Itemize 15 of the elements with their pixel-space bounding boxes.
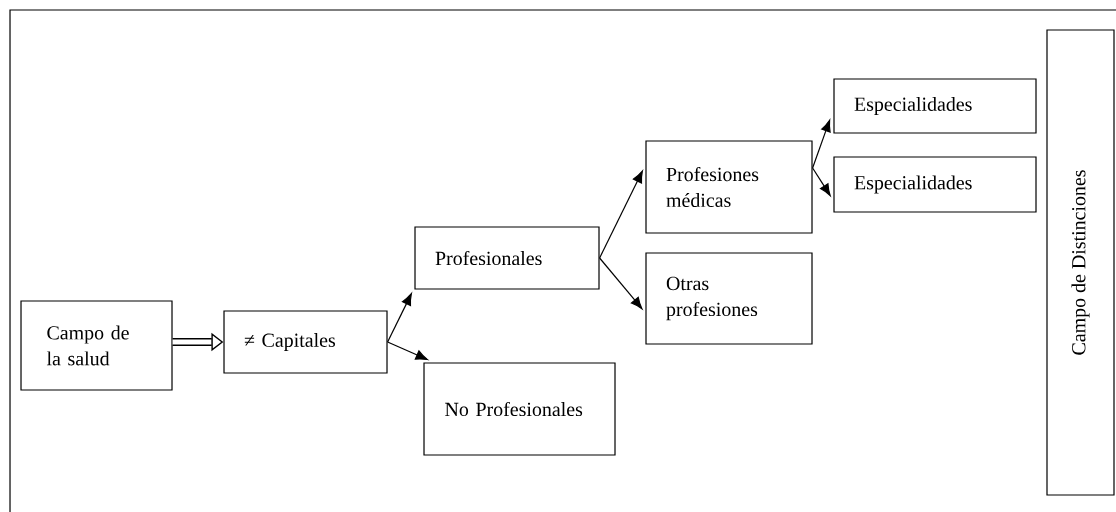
- process-box: Profesiones médicas: [645, 140, 813, 234]
- process-box: No Profesionales: [423, 362, 616, 456]
- process-box: Campo de la salud: [20, 300, 173, 391]
- arrow: [812, 119, 831, 169]
- arrow: [387, 293, 412, 343]
- arrow: [812, 167, 831, 197]
- process-box: Especialidades: [833, 78, 1037, 134]
- process-box: Otras profesiones: [645, 252, 813, 345]
- process-box: ≠ Capitales: [223, 310, 388, 374]
- process-box: Especialidades: [833, 156, 1037, 213]
- arrow: [599, 257, 643, 310]
- process-box: Profesionales: [414, 226, 600, 290]
- vertical-label-box: Campo de Distinciones: [1046, 29, 1115, 496]
- arrow: [599, 170, 643, 259]
- arrow: [387, 341, 428, 361]
